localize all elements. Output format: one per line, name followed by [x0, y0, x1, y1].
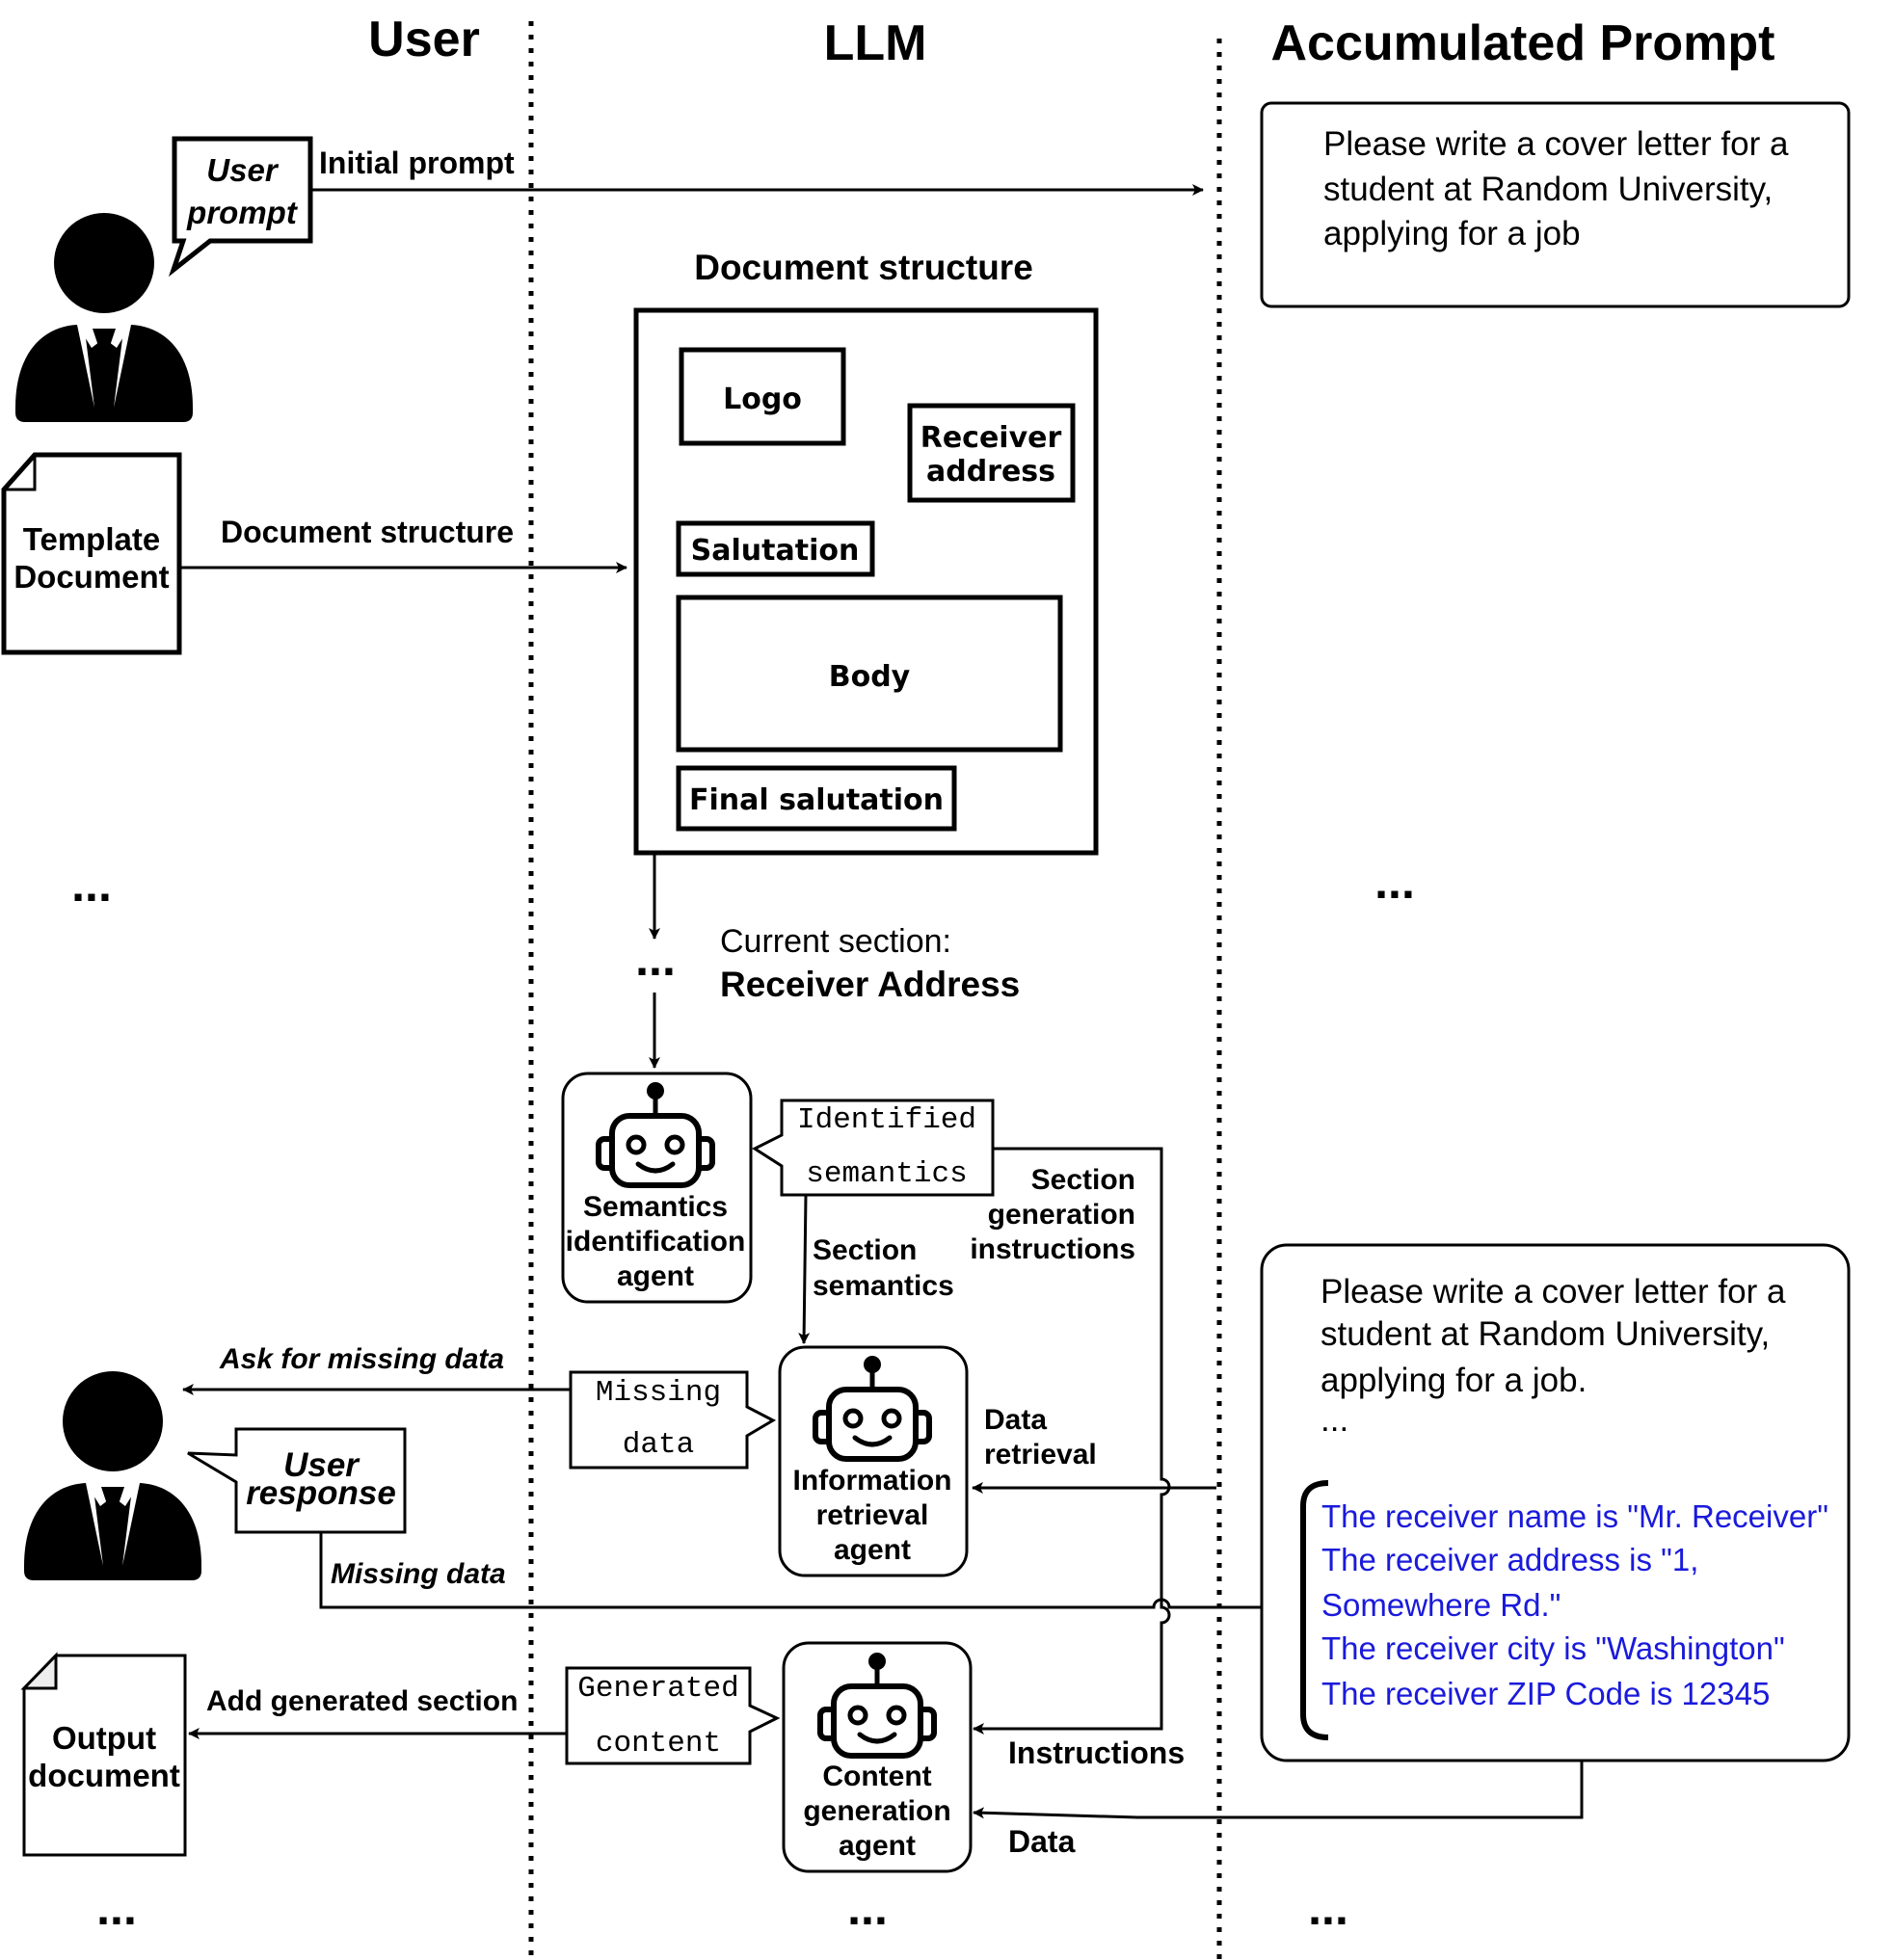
- missing-data-note: [569, 1370, 777, 1470]
- prompt-box-1-line3: applying for a job: [1323, 215, 1581, 252]
- ellipsis-user-bottom: ...: [96, 1881, 137, 1935]
- semantics-agent-line2: identification: [566, 1226, 746, 1258]
- ellipsis-prompt-upper: ...: [1374, 855, 1415, 909]
- missing-data-note-line1: Missing: [596, 1376, 721, 1410]
- accumulated-data-line4: The receiver city is "Washington": [1321, 1630, 1785, 1666]
- doc-section-receiver-line2: address: [926, 455, 1055, 489]
- doc-section-final-salutation-label: Final salutation: [689, 783, 944, 817]
- output-document-line2: document: [28, 1758, 180, 1793]
- content-agent-line1: Content: [822, 1761, 931, 1792]
- user-response-line1: User: [283, 1446, 360, 1484]
- doc-section-salutation-label: Salutation: [691, 534, 860, 568]
- column-header-accumulated-prompt: Accumulated Prompt: [1271, 15, 1775, 71]
- doc-section-logo-label: Logo: [723, 383, 802, 416]
- data-retrieval-line2: retrieval: [984, 1439, 1097, 1470]
- template-document-line1: Template: [23, 521, 160, 557]
- ellipsis-prompt-bottom: ...: [1308, 1881, 1348, 1935]
- user-prompt-bubble-line1: User: [206, 152, 280, 188]
- generated-content-note: [565, 1666, 781, 1765]
- doc-section-receiver-line1: Receiver: [920, 421, 1062, 455]
- section-generation-line3: instructions: [970, 1233, 1135, 1265]
- information-agent-line1: Information: [793, 1465, 952, 1496]
- content-agent-line2: generation: [803, 1795, 950, 1827]
- doc-section-receiver-address: [907, 403, 1076, 503]
- identified-semantics-note: [751, 1099, 995, 1197]
- user-prompt-bubble-line2: prompt: [186, 195, 299, 230]
- generated-content-line1: Generated: [577, 1672, 738, 1706]
- section-semantics-line2: semantics: [813, 1270, 954, 1302]
- ask-for-missing-data-label: Ask for missing data: [219, 1343, 504, 1375]
- template-document-fold: [4, 455, 37, 491]
- ellipsis-user-upper: ...: [71, 858, 112, 912]
- prompt-box-2-line1: Please write a cover letter for a: [1320, 1273, 1786, 1311]
- accumulated-data-line5: The receiver ZIP Code is 12345: [1321, 1676, 1770, 1711]
- doc-section-final-salutation: [676, 765, 957, 832]
- doc-section-body-label: Body: [829, 660, 911, 694]
- user-person-icon: [15, 213, 193, 422]
- prompt-box-2-line2: student at Random University,: [1320, 1315, 1770, 1353]
- section-semantics-line1: Section: [813, 1234, 917, 1266]
- generated-content-line2: content: [596, 1727, 721, 1761]
- doc-section-body: [676, 595, 1063, 753]
- section-generation-line1: Section: [1031, 1164, 1135, 1196]
- ellipsis-current-section: ...: [635, 932, 676, 986]
- content-agent-line3: agent: [839, 1830, 916, 1862]
- ellipsis-llm-bottom: ...: [847, 1881, 888, 1935]
- accumulated-prompt-box-initial: [1260, 101, 1851, 308]
- section-semantics-arrow: [798, 1194, 811, 1344]
- user-prompt-bubble: [168, 136, 313, 278]
- add-generated-section-label: Add generated section: [206, 1685, 518, 1717]
- document-structure-flow-label: Document structure: [221, 515, 514, 549]
- data-retrieval-line1: Data: [984, 1404, 1047, 1436]
- prompt-box-1-line1: Please write a cover letter for a: [1323, 125, 1789, 163]
- information-agent-line3: agent: [834, 1534, 911, 1566]
- missing-data-flow-connector: [319, 1532, 1293, 1613]
- missing-data-flow-label: Missing data: [331, 1558, 506, 1590]
- responding-user-person-icon: [24, 1371, 201, 1580]
- identified-semantics-line1: Identified: [797, 1103, 976, 1137]
- current-section-label: Current section:: [720, 923, 951, 960]
- user-response-bubble: [187, 1427, 407, 1534]
- data-label: Data: [1008, 1824, 1076, 1859]
- missing-data-note-line2: data: [623, 1428, 694, 1462]
- semantics-agent-line1: Semantics: [583, 1191, 728, 1223]
- output-document-line1: Output: [52, 1720, 156, 1756]
- accumulated-data-line3: Somewhere Rd.": [1321, 1587, 1561, 1623]
- accumulated-data-brace: [1300, 1480, 1329, 1740]
- section-generation-instructions-connector: [973, 1147, 1171, 1735]
- output-document-fold: [20, 1652, 58, 1690]
- section-generation-line2: generation: [988, 1199, 1135, 1231]
- column-header-llm: LLM: [824, 15, 927, 71]
- document-structure-title: Document structure: [694, 248, 1033, 287]
- prompt-box-2-line3: applying for a job.: [1320, 1362, 1587, 1399]
- prompt-box-1-line2: student at Random University,: [1323, 171, 1773, 208]
- user-response-line2: response: [246, 1474, 396, 1512]
- initial-prompt-label: Initial prompt: [319, 146, 515, 180]
- template-document-icon: [1, 452, 182, 655]
- information-agent-line2: retrieval: [816, 1499, 929, 1531]
- identified-semantics-line2: semantics: [806, 1157, 967, 1191]
- data-to-content-agent-connector: [973, 1761, 1584, 1819]
- doc-section-logo: [679, 347, 846, 446]
- accumulated-data-line1: The receiver name is "Mr. Receiver": [1321, 1498, 1828, 1534]
- template-document-line2: Document: [13, 559, 169, 595]
- prompt-box-2-line4: ...: [1320, 1401, 1348, 1439]
- instructions-label: Instructions: [1008, 1735, 1185, 1770]
- doc-section-salutation: [676, 520, 875, 577]
- current-section-value: Receiver Address: [720, 965, 1020, 1004]
- accumulated-data-line2: The receiver address is "1,: [1321, 1542, 1698, 1577]
- semantics-agent-line3: agent: [617, 1260, 694, 1292]
- accumulated-prompt-box-updated: [1260, 1243, 1851, 1762]
- column-header-user: User: [368, 12, 480, 67]
